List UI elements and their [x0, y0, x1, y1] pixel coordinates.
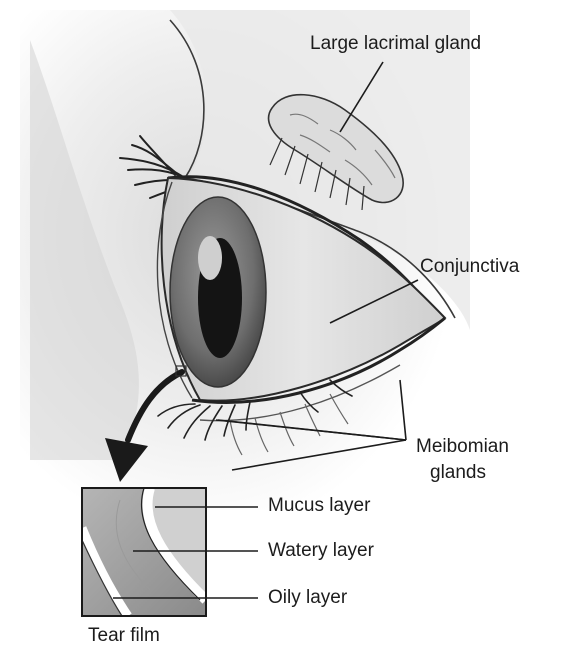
label-large-lacrimal-gland: Large lacrimal gland: [310, 33, 481, 55]
label-mucus-layer: Mucus layer: [268, 495, 370, 517]
light-reflection: [198, 236, 222, 280]
label-conjunctiva: Conjunctiva: [420, 256, 519, 278]
iris: [170, 197, 266, 387]
label-meibomian-line2: glands: [430, 462, 486, 484]
label-tear-film: Tear film: [88, 625, 160, 647]
label-oily-layer: Oily layer: [268, 587, 347, 609]
label-watery-layer: Watery layer: [268, 540, 374, 562]
label-meibomian-line1: Meibomian: [416, 436, 509, 458]
